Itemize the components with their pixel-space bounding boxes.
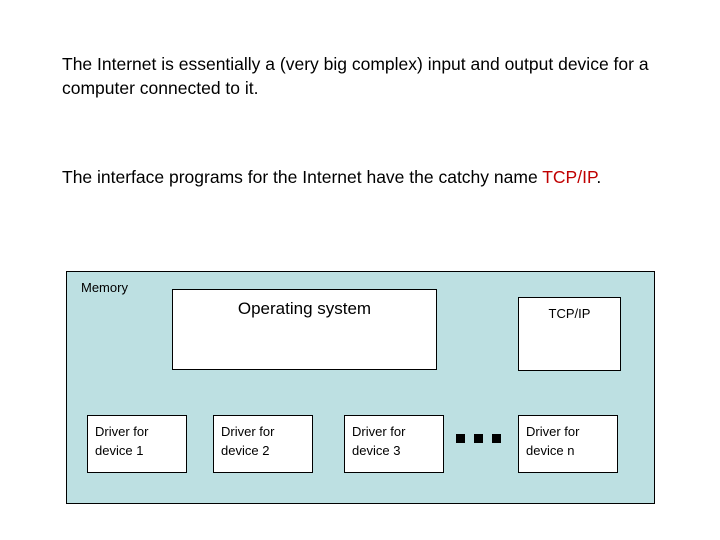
operating-system-label: Operating system <box>237 299 372 318</box>
paragraph-2-text-before: The interface programs for the Internet … <box>62 167 543 187</box>
slide-text-block: The Internet is essentially a (very big … <box>62 52 662 189</box>
driver-box-n-label: Driver for device n <box>526 424 580 458</box>
memory-label: Memory <box>81 280 128 295</box>
ellipsis-dot-2 <box>474 434 483 443</box>
ellipsis-dot-1 <box>456 434 465 443</box>
driver-box-3: Driver for device 3 <box>344 415 444 473</box>
driver-box-n: Driver for device n <box>518 415 618 473</box>
paragraph-1-text: The Internet is essentially a (very big … <box>62 54 649 98</box>
paragraph-2-accent-term: TCP/IP <box>542 167 597 187</box>
operating-system-box: Operating system <box>172 289 437 370</box>
driver-box-2-label: Driver for device 2 <box>221 424 275 458</box>
paragraph-2: The interface programs for the Internet … <box>62 165 662 189</box>
paragraph-2-text-after: . <box>596 167 602 187</box>
ellipsis-dot-3 <box>492 434 501 443</box>
driver-box-1-label: Driver for device 1 <box>95 424 149 458</box>
memory-container: Memory Operating system TCP/IP Driver fo… <box>66 271 655 504</box>
tcpip-box: TCP/IP <box>518 297 621 371</box>
driver-box-3-label: Driver for device 3 <box>352 424 406 458</box>
tcpip-label: TCP/IP <box>548 306 591 321</box>
paragraph-1: The Internet is essentially a (very big … <box>62 52 662 100</box>
driver-box-2: Driver for device 2 <box>213 415 313 473</box>
driver-box-1: Driver for device 1 <box>87 415 187 473</box>
ellipsis-icon <box>456 434 502 446</box>
